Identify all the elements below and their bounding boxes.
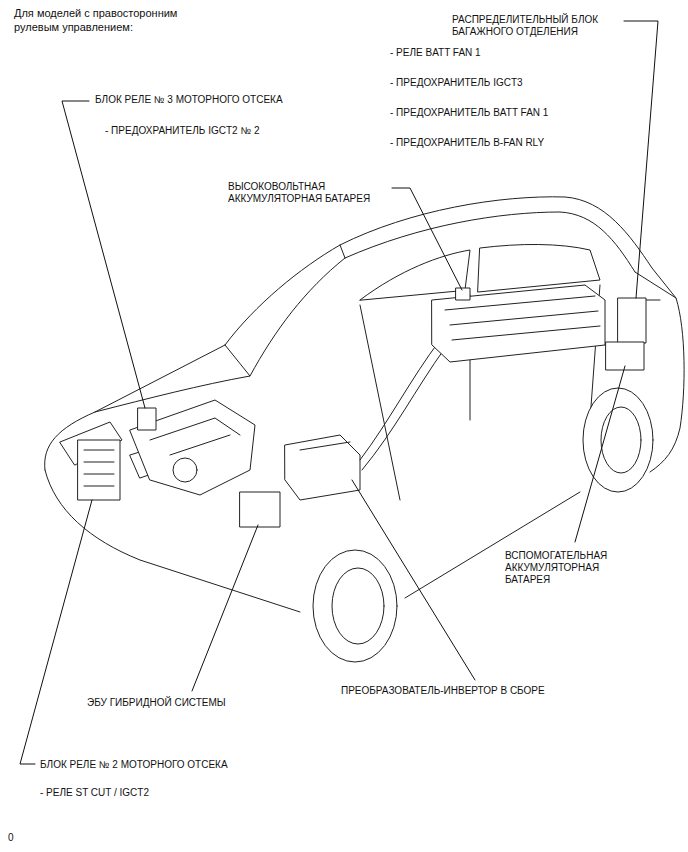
roof	[345, 212, 635, 272]
sill	[405, 492, 580, 598]
part-label: ВСПОМОГАТЕЛЬНАЯ АККУМУЛЯТОРНАЯ БАТАРЕЯ	[505, 550, 621, 586]
item-label: - ПРЕДОХРАНИТЕЛЬ BATT FAN 1	[390, 107, 548, 119]
inverter	[285, 435, 360, 500]
item-label: - РЕЛЕ BATT FAN 1	[390, 47, 481, 59]
engine-part	[173, 458, 197, 482]
relay-block-3	[138, 408, 156, 430]
trunk-relay-block	[618, 298, 646, 343]
windshield	[250, 245, 345, 376]
cable	[360, 340, 445, 470]
part-label: БЛОК РЕЛЕ № 3 МОТОРНОГО ОТСЕКА	[95, 94, 283, 106]
leader-line	[62, 101, 145, 408]
item-label: - ПРЕДОХРАНИТЕЛЬ IGCT2 № 2	[105, 125, 259, 137]
leader-lines	[20, 21, 658, 764]
item-label: - ПРЕДОХРАНИТЕЛЬ IGCT3	[390, 77, 523, 89]
leader-line	[624, 21, 658, 298]
page-title: Для моделей с правосторонним рулевым упр…	[14, 6, 194, 34]
part-label: РАСПРЕДЕЛИТЕЛЬНЫЙ БЛОК БАГАЖНОГО ОТДЕЛЕН…	[452, 14, 620, 38]
leader-line	[352, 480, 475, 680]
hybrid-ecu	[240, 492, 280, 527]
leader-line	[392, 188, 462, 290]
part-label: ВЫСОКОВОЛЬТНАЯ АККУМУЛЯТОРНАЯ БАТАРЕЯ	[228, 181, 388, 205]
front-wheel	[313, 550, 397, 662]
leader-line	[20, 500, 92, 764]
page-number: 0	[8, 832, 14, 844]
part-label: ЭБУ ГИБРИДНОЙ СИСТЕМЫ	[87, 697, 226, 709]
part-label: БЛОК РЕЛЕ № 2 МОТОРНОГО ОТСЕКА	[40, 759, 228, 771]
hood	[95, 345, 250, 412]
item-label: - ПРЕДОХРАНИТЕЛЬ B-FAN RLY	[390, 137, 544, 149]
item-label: - РЕЛЕ ST CUT / IGCT2	[40, 787, 149, 799]
hv-battery-top	[456, 288, 470, 300]
part-label: ПРЕОБРАЗОВАТЕЛЬ-ИНВЕРТОР В СБОРЕ	[341, 685, 545, 697]
engine	[130, 400, 255, 495]
relay-block-2-detail	[84, 450, 114, 486]
relay-block-2	[78, 440, 120, 500]
rear-rim	[601, 407, 641, 473]
front-rim	[332, 568, 384, 644]
trunk	[635, 272, 676, 300]
leader-line	[192, 525, 258, 691]
leader-line	[575, 366, 625, 542]
hv-battery	[432, 285, 605, 362]
